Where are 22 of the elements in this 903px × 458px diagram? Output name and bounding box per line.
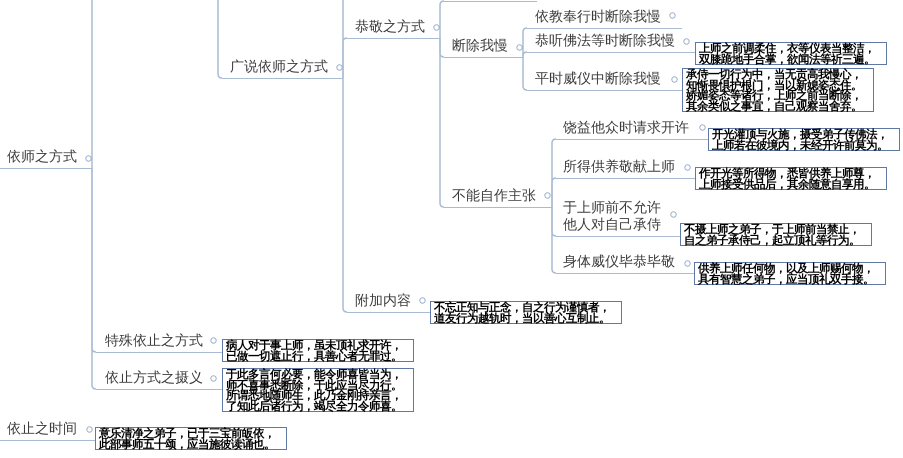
- note-box: 不摄上师之弟子，于上师前当禁止，自之弟子承侍己，起立顶礼等行为。: [680, 223, 872, 246]
- branch-line: [342, 78, 348, 313]
- branch-line: [522, 57, 528, 91]
- note-box: 病人对于事上师，虽未顶礼求开许，已做一切遮止行，具善心者无罪过。: [222, 339, 414, 362]
- branch-line: [551, 177, 556, 207]
- note-box: 开光灌顶与火施，摄受弟子传佛法，上师若在彼境内，未经开许前莫为。: [708, 128, 900, 152]
- note-box: 承侍一切行为中，当无贡高我慢心，知惭畏惧护根门，当以新媳姿态住。娇媚姿态等诸行，上师之前当断除，其余类似之事宜，自己观察当舍弃。: [682, 68, 874, 112]
- branch-line: [91, 168, 96, 390]
- branch-line: [217, 0, 222, 79]
- note-box: 意乐清净之弟子，已于三宝前皈依，此部事师五十颂，应当施彼读诵也。: [95, 427, 288, 450]
- note-box: 上师之前调柔住，衣等仪表当整洁，双膝跪地手合掌，欲闻法等祈三遍。: [695, 42, 888, 66]
- branch-line: [551, 207, 556, 274]
- branch-line: [439, 38, 444, 208]
- branch-line: [522, 51, 528, 58]
- branch-line: [342, 37, 348, 78]
- note-box: 不忘正知与正念，自之行为谨慎者，道友行为越轨时，当以善心互制止。: [430, 301, 622, 324]
- note-box: 作开光等所得物，悉皆供养上师尊，上师接受供品后，其余随意自享用。: [695, 167, 888, 190]
- branch-line: [91, 0, 93, 168]
- branch-line: [439, 0, 444, 38]
- note-box: 于此多言何必要，能令师喜皆当为，师不喜事悉断除，于此应当尽力行。所谓悉地随师生，此乃金刚持亲言，了知此后诸行为，竭尽全力令师喜。: [222, 368, 414, 412]
- note-box: 供养上师任何物，以及上师赐何物，具有智慧之弟子，应当顶礼双手接。: [694, 262, 886, 286]
- topic-underline: [444, 0, 537, 2]
